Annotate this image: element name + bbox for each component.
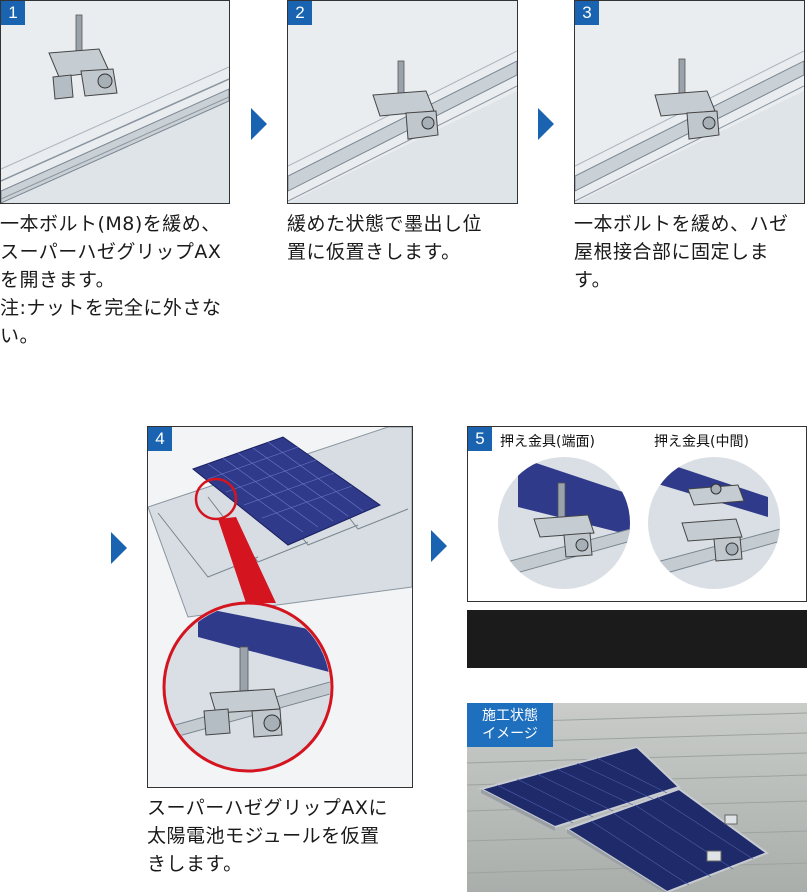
- roof-clamp-open-drawing: [1, 14, 229, 203]
- installation-image-tag: 施工状態 イメージ: [467, 703, 553, 747]
- step-4-illustration: 4: [147, 426, 413, 788]
- step-1-caption: 一本ボルト(M8)を緩め、 スーパーハゼグリップAX を開きます。 注:ナットを…: [0, 213, 222, 347]
- step-1-badge: 1: [1, 1, 25, 25]
- arrow-3-to-4: [111, 532, 127, 564]
- end-clamp-label: 押え金具(端面): [500, 434, 595, 450]
- step-3-illustration: 3: [574, 0, 805, 204]
- module-placement-drawing: [148, 427, 412, 773]
- solar-panels-on-roof-photo: [467, 703, 807, 892]
- middle-clamp-label: 押え金具(中間): [654, 434, 749, 450]
- step-5-badge: 5: [468, 427, 492, 451]
- clamp-closeups-drawing: [498, 457, 780, 589]
- arrow-4-to-5: [431, 530, 447, 562]
- arrow-2-to-3: [538, 108, 554, 140]
- roof-clamp-placed-drawing: [288, 50, 517, 203]
- arrow-1-to-2: [251, 108, 267, 140]
- step-3-badge: 3: [575, 1, 599, 25]
- black-band: [467, 610, 807, 668]
- step-2-badge: 2: [288, 1, 312, 25]
- step-2-illustration: 2: [287, 0, 518, 204]
- step-5-illustration: 5 押え金具(端面) 押え金具(中間): [467, 426, 807, 602]
- step-4-caption: スーパーハゼグリップAXに 太陽電池モジュールを仮置 きします。: [147, 797, 388, 875]
- step-4-badge: 4: [148, 427, 172, 451]
- step-2-caption: 緩めた状態で墨出し位 置に仮置きします。: [287, 213, 483, 263]
- installation-photo: 施工状態 イメージ: [467, 703, 807, 892]
- roof-clamp-fixed-drawing: [575, 50, 804, 203]
- step-3-caption: 一本ボルトを緩め、ハゼ 屋根接合部に固定しま す。: [574, 213, 789, 291]
- step-1-illustration: 1: [0, 0, 230, 204]
